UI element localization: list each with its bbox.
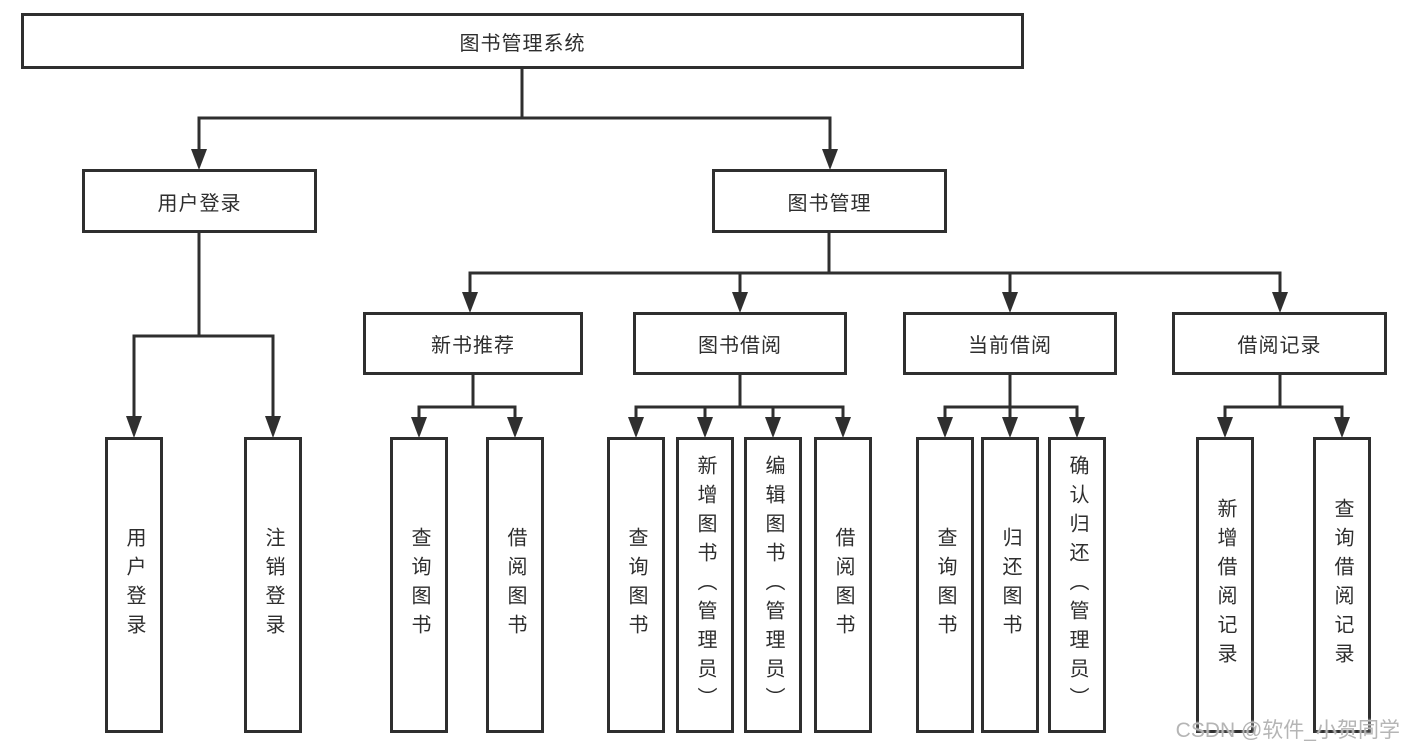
leaf-borrow-query-books: 查询图书	[607, 437, 665, 733]
node-borrow-records-label: 借阅记录	[1237, 335, 1322, 357]
leaf-current-return-books: 归还图书	[981, 437, 1039, 733]
node-current-borrowing: 当前借阅	[903, 312, 1117, 375]
node-book-borrowing-label: 图书借阅	[698, 335, 782, 357]
leaf-newbook-borrow-books: 借阅图书	[486, 437, 544, 733]
leaf-borrow-add-books-admin-label: 新增图书（管理员）	[694, 454, 716, 716]
leaf-borrow-edit-books-admin-label: 编辑图书（管理员）	[762, 454, 784, 716]
leaf-current-confirm-return-admin-label: 确认归还（管理员）	[1066, 454, 1088, 716]
leaf-records-add-record-label: 新增借阅记录	[1214, 498, 1236, 672]
leaf-logout-label: 注销登录	[262, 527, 284, 643]
leaf-newbook-borrow-books-label: 借阅图书	[504, 527, 526, 643]
leaf-borrow-borrow-books: 借阅图书	[814, 437, 872, 733]
node-book-management-label: 图书管理	[787, 192, 872, 215]
node-new-book-recommend-label: 新书推荐	[431, 335, 515, 357]
leaf-newbook-query-books-label: 查询图书	[408, 527, 430, 643]
leaf-logout: 注销登录	[244, 437, 302, 733]
leaf-borrow-query-books-label: 查询图书	[625, 527, 647, 643]
leaf-borrow-borrow-books-label: 借阅图书	[832, 527, 854, 643]
leaf-borrow-add-books-admin: 新增图书（管理员）	[676, 437, 734, 733]
node-root: 图书管理系统	[21, 13, 1024, 69]
leaf-borrow-edit-books-admin: 编辑图书（管理员）	[744, 437, 802, 733]
leaf-current-query-books: 查询图书	[916, 437, 974, 733]
node-borrow-records: 借阅记录	[1172, 312, 1387, 375]
leaf-newbook-query-books: 查询图书	[390, 437, 448, 733]
leaf-current-query-books-label: 查询图书	[934, 527, 956, 643]
leaf-user-login-label: 用户登录	[123, 527, 145, 643]
node-book-management: 图书管理	[712, 169, 947, 233]
node-new-book-recommend: 新书推荐	[363, 312, 583, 375]
node-user-login-branch: 用户登录	[82, 169, 317, 233]
leaf-records-query-record-label: 查询借阅记录	[1331, 498, 1353, 672]
node-user-login-branch-label: 用户登录	[157, 192, 242, 215]
leaf-records-add-record: 新增借阅记录	[1196, 437, 1254, 733]
node-book-borrowing: 图书借阅	[633, 312, 847, 375]
node-root-label: 图书管理系统	[459, 32, 586, 55]
node-current-borrowing-label: 当前借阅	[968, 335, 1052, 357]
leaf-records-query-record: 查询借阅记录	[1313, 437, 1371, 733]
leaf-current-confirm-return-admin: 确认归还（管理员）	[1048, 437, 1106, 733]
leaf-current-return-books-label: 归还图书	[999, 527, 1021, 643]
leaf-user-login: 用户登录	[105, 437, 163, 733]
